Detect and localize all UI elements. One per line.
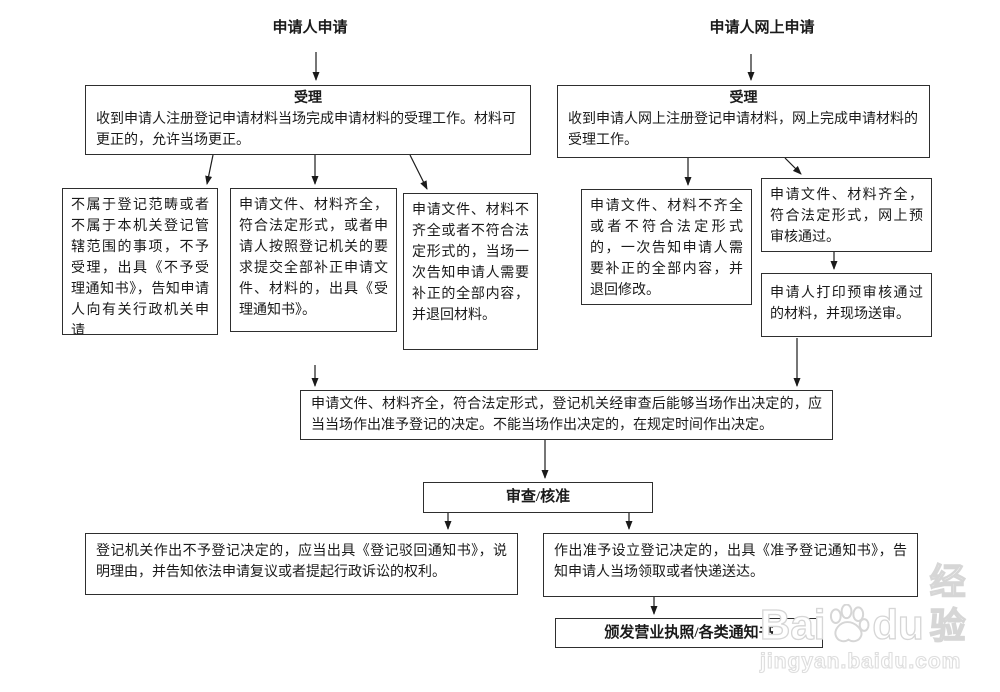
node-decision: 申请文件、材料齐全，符合法定形式，登记机关经审查后能够当场作出决定的，应当当场作… xyxy=(300,390,833,440)
node-outcome-return-revise: 申请文件、材料不齐全或者不符合法定形式的，一次告知申请人需要补正的全部内容，并退… xyxy=(581,189,752,305)
node-outcome-return-materials: 申请文件、材料不齐全或者不符合法定形式的，当场一次告知申请人需要补正的全部内容，… xyxy=(403,193,538,350)
node-accept-left: 受理 收到申请人注册登记申请材料当场完成申请材料的受理工作。材料可更正的，允许当… xyxy=(85,85,531,155)
node-outcome-not-accepted: 不属于登记范畴或者不属于本机关登记管辖范围的事项，不予受理，出具《不予受理通知书… xyxy=(62,188,218,335)
node-rejection-notice: 登记机关作出不予登记决定的，应当出具《登记驳回通知书》，说明理由，并告知依法申请… xyxy=(85,533,518,595)
arrow-accept-right-to-outcome-2 xyxy=(784,157,802,175)
node-approval-notice: 作出准予设立登记决定的，出具《准予登记通知书》，告知申请人当场领取或者快递送达。 xyxy=(543,533,918,597)
arrow-accept-left-to-outcome-1 xyxy=(205,154,214,185)
title-applicant-apply: 申请人申请 xyxy=(272,20,348,36)
node-outcome-accepted-notice: 申请文件、材料齐全，符合法定形式，或者申请人按照登记机关的要求提交全部补正申请文… xyxy=(230,188,397,332)
node-accept-left-body: 收到申请人注册登记申请材料当场完成申请材料的受理工作。材料可更正的，允许当场更正… xyxy=(96,112,516,148)
title-applicant-online-apply: 申请人网上申请 xyxy=(709,20,815,36)
arrow-accept-left-to-outcome-3 xyxy=(409,154,428,190)
node-accept-left-title: 受理 xyxy=(294,91,322,106)
node-review-approve: 审查/核准 xyxy=(423,482,653,513)
node-issue-license: 颁发营业执照/各类通知书 xyxy=(555,618,823,648)
node-accept-right-body: 收到申请人网上注册登记申请材料，网上完成申请材料的受理工作。 xyxy=(568,112,918,148)
node-accept-right: 受理 收到申请人网上注册登记申请材料，网上完成申请材料的受理工作。 xyxy=(557,85,930,158)
node-accept-right-title: 受理 xyxy=(729,91,758,106)
node-outcome-print-submit: 申请人打印预审核通过的材料，并现场送审。 xyxy=(761,273,932,337)
node-outcome-preaudit-pass: 申请文件、材料齐全，符合法定形式，网上预审核通过。 xyxy=(761,178,932,252)
